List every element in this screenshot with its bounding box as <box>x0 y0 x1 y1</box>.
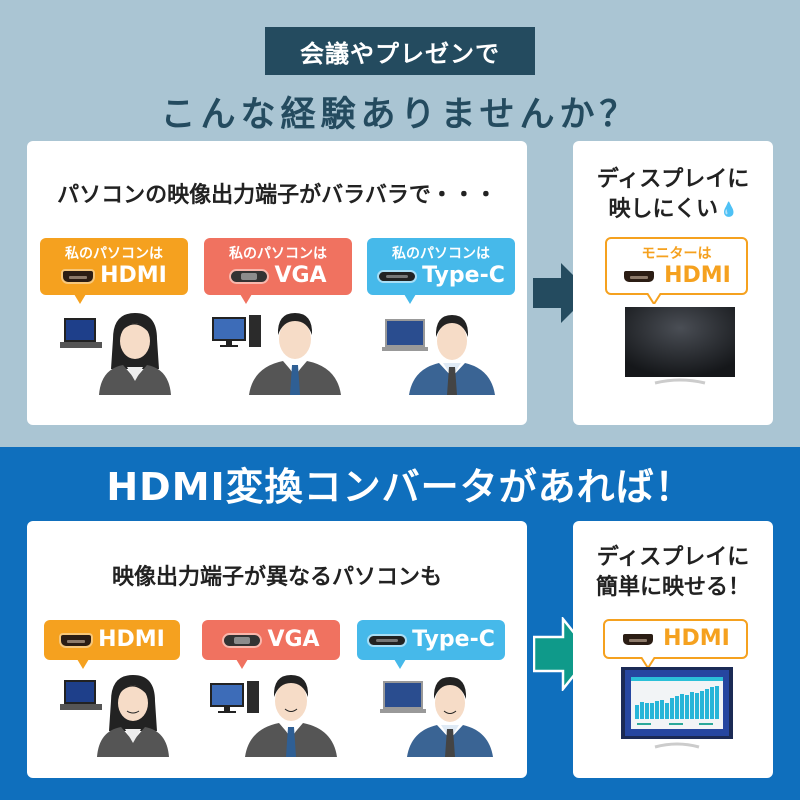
desktop-pc-icon <box>212 315 261 347</box>
port-label: HDMI <box>663 626 730 651</box>
solution-headline: HDMI変換コンバータがあれば！ <box>106 465 694 509</box>
bubble-tail <box>240 294 252 304</box>
vga-bubble: VGA <box>202 620 340 669</box>
hdmi-port-icon <box>622 268 657 284</box>
port-label: VGA <box>267 627 320 652</box>
port-label: HDMI <box>100 263 167 288</box>
woman-smiling-illustration <box>97 675 169 757</box>
woman-worried-illustration <box>99 313 171 395</box>
hdmi-port-icon <box>59 632 94 648</box>
intro-badge: 会議やプレゼンで <box>265 27 535 75</box>
display-problem-title-line2: 映しにくい <box>608 197 719 222</box>
display-solution-title-line2: 簡単に映せる！ <box>595 575 750 600</box>
man-smiling-illustration <box>245 675 337 757</box>
usb-typec-port-icon <box>377 269 418 283</box>
display-solution-title-line1: ディスプレイに <box>596 545 750 570</box>
display-problem-card: ディスプレイに 映しにくい💧 モニターは HDMI <box>573 141 773 425</box>
bubble-tail <box>236 659 248 669</box>
bubble-label: 私のパソコンは <box>392 246 490 262</box>
bubble-tail <box>77 659 89 669</box>
usb-typec-port-icon <box>367 633 408 647</box>
port-label: VGA <box>274 263 327 288</box>
laptop-icon <box>60 318 102 348</box>
typec-bubble: 私のパソコンは Type-C <box>367 238 515 304</box>
bubble-tail <box>641 657 655 668</box>
typec-bubble: Type-C <box>357 620 505 669</box>
display-problem-title-line1: ディスプレイに <box>596 167 750 192</box>
sweat-drop-icon: 💧 <box>720 202 738 218</box>
hdmi-bubble: 私のパソコンは HDMI <box>40 238 188 304</box>
display-solution-card: ディスプレイに 簡単に映せる！ HDMI <box>573 521 773 778</box>
port-label: HDMI <box>664 263 731 288</box>
port-label: Type-C <box>422 263 505 288</box>
desktop-pc-icon <box>210 681 259 713</box>
solution-card-title: 映像出力端子が異なるパソコンも <box>111 565 442 590</box>
man-worried-illustration <box>249 313 341 395</box>
port-label: Type-C <box>412 627 495 652</box>
laptop-icon <box>60 680 102 710</box>
hdmi-bubble: HDMI <box>44 620 180 669</box>
bubble-tail <box>394 659 406 669</box>
tv-monitor-dark-icon <box>625 307 735 385</box>
display-problem-title-line2-row: 映しにくい💧 <box>573 195 773 225</box>
man-smiling-illustration <box>407 677 493 757</box>
man-worried-illustration <box>409 315 495 395</box>
problem-headline: こんな経験ありませんか？ <box>160 95 640 135</box>
hdmi-port-icon <box>621 631 656 647</box>
port-label: HDMI <box>98 627 165 652</box>
bubble-label: 私のパソコンは <box>65 246 163 262</box>
bubble-tail <box>404 294 416 304</box>
tv-monitor-chart-icon <box>621 667 733 749</box>
vga-bubble: 私のパソコンは VGA <box>204 238 352 304</box>
bubble-label: モニターは <box>641 246 712 262</box>
vga-port-icon <box>229 268 270 284</box>
problem-card: パソコンの映像出力端子がバラバラで・・・ 私のパソコンは HDMI 私のパソコン… <box>27 141 527 425</box>
laptop-icon <box>382 319 428 351</box>
hdmi-port-icon <box>61 268 96 284</box>
bubble-tail <box>74 294 86 304</box>
bubble-label: 私のパソコンは <box>229 246 327 262</box>
monitor-hdmi-bubble: HDMI <box>603 619 748 668</box>
problem-card-title: パソコンの映像出力端子がバラバラで・・・ <box>57 183 497 208</box>
solution-card: 映像出力端子が異なるパソコンも HDMI VGA Type-C <box>27 521 527 778</box>
vga-port-icon <box>222 632 263 648</box>
arrow-right-icon <box>533 263 591 323</box>
monitor-hdmi-bubble: モニターは HDMI <box>605 237 748 304</box>
bubble-tail <box>647 293 661 304</box>
laptop-icon <box>380 681 426 713</box>
